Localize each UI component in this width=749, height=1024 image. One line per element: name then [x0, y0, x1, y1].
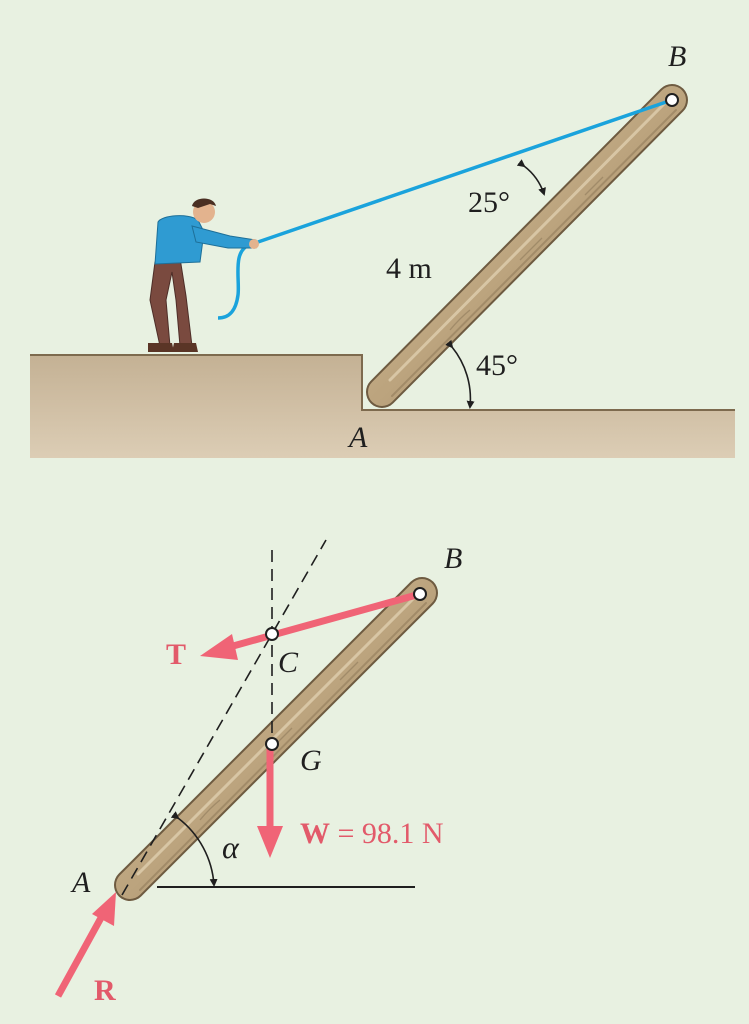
label-angle-25: 25° [468, 186, 510, 219]
label-r: R [94, 974, 116, 1007]
angle-arc-45 [445, 339, 475, 409]
label-b-top: B [668, 40, 686, 73]
log [366, 84, 688, 408]
label-b-fbd: B [444, 542, 462, 575]
force-arrow-t [200, 590, 421, 660]
label-length: 4 m [386, 252, 432, 285]
angle-arc-alpha [170, 811, 218, 887]
point-g [265, 737, 279, 751]
top-scene: B A 25° 45° 4 m [30, 40, 735, 458]
label-alpha: α [222, 829, 240, 865]
ground [30, 355, 735, 458]
dashed-line-ac [121, 539, 327, 896]
free-body-diagram: B C G A α T R W = 98.1 N [54, 539, 462, 1007]
force-arrow-r [54, 892, 116, 998]
rope-slack [217, 243, 251, 320]
ground-edge [30, 354, 735, 411]
pin-b [665, 93, 679, 107]
label-w-symbol: W [300, 817, 330, 850]
label-w: W = 98.1 N [300, 817, 444, 850]
man-figure [148, 198, 259, 352]
point-c [265, 627, 279, 641]
angle-arc-25 [516, 159, 546, 196]
label-g: G [300, 744, 322, 777]
label-a-fbd: A [70, 866, 91, 899]
label-a-top: A [347, 421, 368, 454]
pin-b-fbd [413, 587, 427, 601]
label-c: C [278, 646, 299, 679]
label-t: T [166, 638, 186, 671]
label-angle-45: 45° [476, 349, 518, 382]
force-arrow-w [257, 745, 283, 858]
label-w-value: = 98.1 N [330, 817, 444, 850]
rope [257, 98, 673, 244]
